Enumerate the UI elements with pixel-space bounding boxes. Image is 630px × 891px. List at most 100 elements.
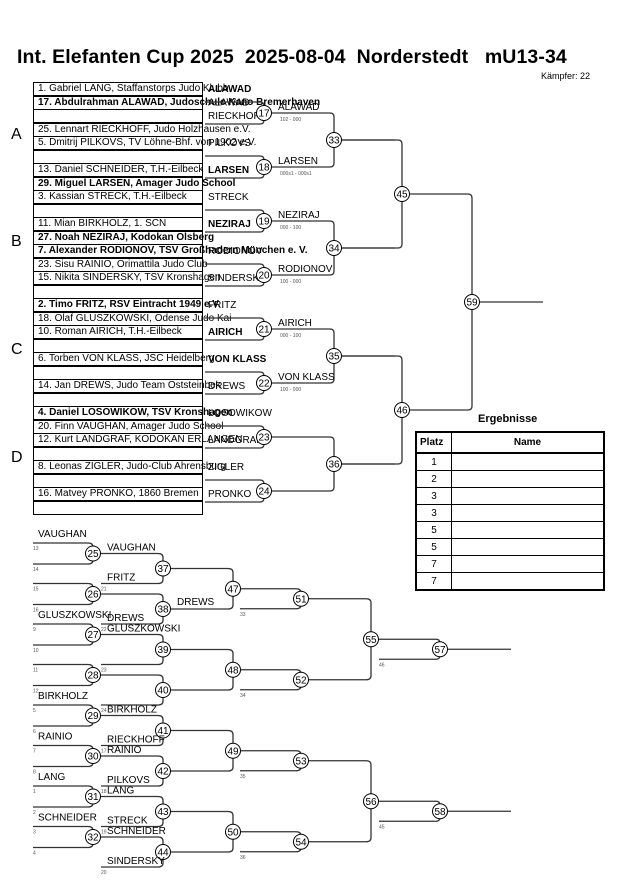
round1-name: NEZIRAJ bbox=[208, 219, 251, 230]
result-place: 5 bbox=[415, 521, 452, 539]
fight-number: 56 bbox=[366, 797, 378, 808]
fight-number-circle bbox=[326, 348, 342, 364]
fight-number: 43 bbox=[158, 807, 170, 818]
result-place: 1 bbox=[415, 452, 452, 471]
bracket-line bbox=[379, 800, 441, 822]
fight-number-circle bbox=[155, 601, 171, 617]
fight-number: 37 bbox=[158, 564, 170, 575]
seed-label: 23 bbox=[101, 668, 107, 674]
fight-number: 53 bbox=[296, 756, 308, 767]
bracket-line bbox=[240, 750, 302, 772]
fight-number: 17 bbox=[259, 109, 271, 120]
result-name bbox=[451, 487, 605, 505]
seed-label: 16 bbox=[33, 608, 39, 614]
bracket-line bbox=[205, 209, 265, 233]
fight-number-circle bbox=[225, 742, 241, 759]
fight-number: 28 bbox=[88, 671, 100, 682]
participant-row: 11. Mian BIRKHOLZ, 1. SCN bbox=[34, 218, 202, 232]
fight-number-circle bbox=[394, 186, 410, 202]
results-row: 3 bbox=[415, 504, 605, 522]
fight-number: 34 bbox=[329, 244, 341, 255]
fight-number-circle bbox=[464, 294, 480, 310]
fight-number-circle bbox=[326, 240, 342, 256]
seed-label: 36 bbox=[240, 855, 246, 861]
result-place: 7 bbox=[415, 555, 452, 573]
participant-row: 8. Leonas ZIGLER, Judo-Club Ahrensburg bbox=[34, 461, 226, 475]
repechage-name: LANG bbox=[38, 772, 65, 783]
bracket-line bbox=[240, 588, 302, 610]
bracket-line bbox=[379, 638, 441, 660]
bracket-line bbox=[101, 674, 164, 706]
seed-label: 33 bbox=[240, 612, 246, 618]
fight-number: 24 bbox=[259, 487, 271, 498]
result-name bbox=[451, 521, 605, 539]
fight-number: 52 bbox=[296, 675, 308, 686]
participant-row: 18. Olaf GLUSZKOWSKI, Odense Judo Kai bbox=[34, 313, 231, 326]
bracket-line bbox=[33, 623, 94, 646]
bracket-line bbox=[171, 729, 234, 772]
fight-number: 22 bbox=[259, 379, 271, 390]
results-row: 5 bbox=[415, 521, 605, 539]
fight-number-circle bbox=[326, 132, 342, 148]
participant-row bbox=[34, 367, 202, 380]
bracket-line bbox=[33, 825, 94, 849]
participant-row bbox=[34, 151, 202, 164]
seed-label: 13 bbox=[33, 546, 39, 552]
bracket-line bbox=[101, 633, 164, 666]
fight-number-circle bbox=[85, 829, 101, 845]
fight-number-circle bbox=[85, 586, 101, 602]
fight-score: 000 - 100 bbox=[280, 333, 301, 339]
round1-name: AIRICH bbox=[208, 327, 242, 338]
pool-label-a: A bbox=[11, 126, 22, 143]
result-name bbox=[451, 504, 605, 522]
seed-label: 12 bbox=[33, 689, 39, 695]
participant-row: 4. Daniel LOSOWIKOW, TSV Kronshagen bbox=[34, 407, 232, 421]
participant-row: 13. Daniel SCHNEIDER, T.H.-Eilbeck bbox=[34, 164, 203, 178]
repechage-name: BIRKHOLZ bbox=[107, 705, 157, 716]
participant-row: 3. Kassian STRECK, T.H.-Eilbeck bbox=[34, 191, 202, 205]
results-row: 5 bbox=[415, 538, 605, 556]
fight-score: 000 - 100 bbox=[280, 225, 301, 231]
participant-row bbox=[34, 394, 202, 407]
participant-row: 23. Sisu RAINIO, Orimattila Judo Club bbox=[34, 259, 208, 272]
bracket-line bbox=[309, 760, 372, 843]
seed-label: 34 bbox=[240, 693, 246, 699]
result-name bbox=[451, 572, 605, 591]
fight-score: 100 - 000 bbox=[280, 279, 301, 285]
fight-number: 59 bbox=[467, 298, 479, 309]
seed-label: 4 bbox=[33, 851, 36, 857]
bracket-line bbox=[33, 663, 94, 687]
seed-label: 21 bbox=[101, 587, 107, 593]
fight-number: 38 bbox=[158, 605, 170, 616]
bracket-line bbox=[33, 582, 94, 606]
fight-number-circle bbox=[85, 545, 101, 562]
round1-name: VON KLASS bbox=[208, 354, 267, 365]
participant-row: 27. Noah NEZIRAJ, Kodokan Olsberg bbox=[34, 232, 214, 245]
fight-number: 30 bbox=[88, 752, 100, 763]
fight-number-circle bbox=[432, 641, 448, 658]
bracket-line bbox=[101, 714, 164, 747]
fight-number-circle bbox=[256, 483, 272, 499]
fight-score: 100 - 000 bbox=[280, 387, 301, 393]
fight-number: 47 bbox=[228, 584, 240, 595]
seed-label: 1 bbox=[33, 789, 36, 795]
participant-row bbox=[34, 475, 202, 488]
repechage-name: RAINIO bbox=[107, 745, 142, 756]
fight-number: 49 bbox=[228, 746, 240, 757]
bracket-line bbox=[101, 593, 164, 625]
round1-winner: RODIONOV bbox=[278, 264, 333, 275]
results-col-place: Platz bbox=[415, 431, 452, 454]
results-row: 1 bbox=[415, 452, 605, 471]
participant-row bbox=[34, 340, 202, 353]
fight-number-circle bbox=[155, 560, 171, 577]
seed-label: 22 bbox=[101, 627, 107, 633]
results-row: 2 bbox=[415, 470, 605, 488]
fight-number: 54 bbox=[296, 837, 308, 848]
round1-winner: NEZIRAJ bbox=[278, 210, 320, 221]
bracket-line bbox=[33, 785, 94, 808]
result-place: 2 bbox=[415, 470, 452, 488]
participant-row: 20. Finn VAUGHAN, Amager Judo School bbox=[34, 421, 223, 434]
seed-label: 6 bbox=[33, 729, 36, 735]
participant-row bbox=[34, 448, 202, 461]
bracket-line bbox=[309, 598, 372, 681]
